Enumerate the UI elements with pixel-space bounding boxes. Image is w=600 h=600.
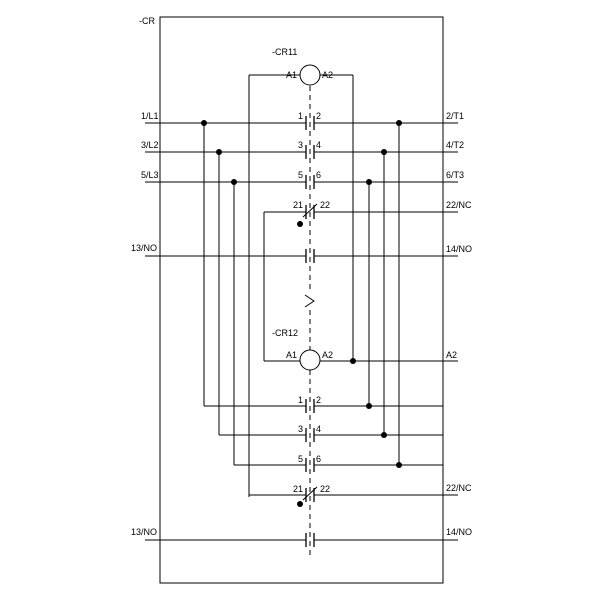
contactor-2-no-aux bbox=[145, 533, 458, 547]
device-label: -CR bbox=[139, 16, 155, 26]
c1-nc-right: 22 bbox=[320, 200, 330, 210]
terminal-right-a2: A2 bbox=[446, 350, 457, 360]
contactor-2-pole-3 bbox=[233, 182, 443, 472]
coil-2-a1-label: A1 bbox=[286, 350, 297, 360]
contactor-1-nc-contact bbox=[263, 203, 458, 361]
terminal-left-l3: 5/L3 bbox=[141, 170, 159, 180]
interlock-symbol bbox=[304, 294, 315, 308]
terminal-right-t3: 6/T3 bbox=[446, 170, 464, 180]
coil-2-tag: -CR12 bbox=[272, 328, 298, 338]
contactor-2-pole-2 bbox=[218, 152, 443, 442]
contactor-1-pole-3 bbox=[145, 175, 458, 189]
c2-pole-1-right: 2 bbox=[316, 395, 321, 405]
terminal-right-t1: 2/T1 bbox=[446, 111, 464, 121]
c2-nc-right: 22 bbox=[320, 484, 330, 494]
junction-dot bbox=[381, 432, 387, 438]
c1-pole-1-left: 1 bbox=[298, 111, 303, 121]
junction-dot bbox=[366, 403, 372, 409]
c2-pole-3-left: 5 bbox=[298, 454, 303, 464]
contactor-1-no-aux bbox=[145, 249, 458, 263]
c1-pole-1-right: 2 bbox=[316, 111, 321, 121]
terminal-left-no-1: 13/NO bbox=[131, 243, 157, 253]
contactor-2-pole-1 bbox=[203, 123, 443, 413]
terminal-left-no-2: 13/NO bbox=[131, 527, 157, 537]
junction-dot bbox=[396, 462, 402, 468]
contactor-2-nc-actuator bbox=[297, 501, 303, 507]
device-enclosure bbox=[159, 16, 444, 584]
c2-pole-1-left: 1 bbox=[298, 395, 303, 405]
coil-1-symbol bbox=[299, 64, 321, 86]
contactor-2-nc-contact bbox=[249, 486, 458, 502]
junction-dot bbox=[381, 149, 387, 155]
c2-pole-2-right: 4 bbox=[316, 424, 321, 434]
junction-dot bbox=[201, 120, 207, 126]
coil-1-tag: -CR11 bbox=[272, 47, 297, 57]
c1-pole-2-right: 4 bbox=[316, 140, 321, 150]
junction-dot bbox=[350, 358, 356, 364]
contactor-1-nc-actuator bbox=[297, 221, 303, 227]
c1-pole-2-left: 3 bbox=[298, 140, 303, 150]
c1-nc-left: 21 bbox=[293, 200, 303, 210]
junction-dot bbox=[231, 179, 237, 185]
terminal-right-t2: 4/T2 bbox=[446, 140, 464, 150]
c2-pole-2-left: 3 bbox=[298, 424, 303, 434]
c1-pole-3-left: 5 bbox=[298, 170, 303, 180]
c1-pole-3-right: 6 bbox=[316, 170, 321, 180]
c2-nc-left: 21 bbox=[293, 484, 303, 494]
terminal-right-no-2: 14/NO bbox=[446, 527, 472, 537]
junction-dot bbox=[396, 120, 402, 126]
c2-pole-3-right: 6 bbox=[316, 454, 321, 464]
terminal-left-l2: 3/L2 bbox=[141, 140, 159, 150]
terminal-right-no-1: 14/NO bbox=[446, 244, 472, 254]
terminal-right-nc-1: 22/NC bbox=[446, 200, 472, 210]
coil-2-symbol bbox=[299, 349, 321, 371]
coil-2-a2-label: A2 bbox=[322, 350, 333, 360]
junction-dot bbox=[216, 149, 222, 155]
terminal-right-nc-2: 22/NC bbox=[446, 483, 472, 493]
contactor-1-pole-1 bbox=[145, 116, 458, 130]
terminal-left-l1: 1/L1 bbox=[141, 111, 159, 121]
junction-dot bbox=[366, 179, 372, 185]
